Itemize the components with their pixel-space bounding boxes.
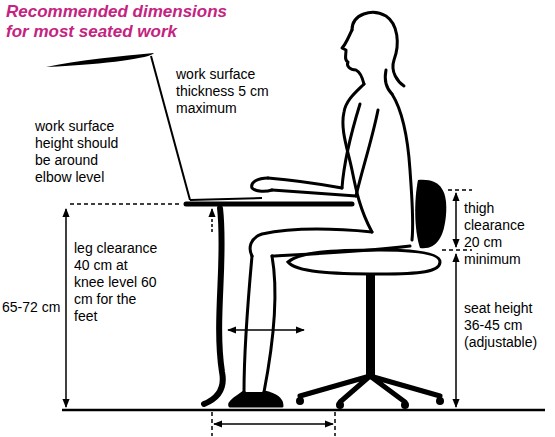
chair-caster	[336, 401, 344, 409]
chair-caster	[401, 401, 409, 409]
shin	[244, 256, 252, 392]
feet-clearance-arrow	[214, 423, 333, 425]
face-profile	[342, 30, 364, 84]
chair-caster	[296, 397, 304, 405]
calf	[264, 256, 275, 392]
laptop-keyboard	[190, 198, 262, 200]
torso-back	[392, 94, 413, 240]
foot	[230, 392, 282, 406]
dimension-note: thigh clearance 20 cm minimum	[464, 200, 544, 268]
forearm	[268, 178, 342, 188]
thickness-arrow	[211, 209, 213, 216]
chair-column	[366, 274, 375, 376]
thigh-clearance-arrow	[455, 193, 457, 247]
thickness-line	[211, 214, 213, 234]
seat-height-arrow	[455, 254, 457, 407]
dimension-note: seat height 36-45 cm (adjustable)	[464, 300, 544, 351]
chair	[288, 180, 446, 409]
screen-top	[46, 53, 154, 67]
work-surface	[186, 202, 352, 207]
hand	[252, 178, 272, 191]
dimension-note: work surface height should be around elb…	[35, 118, 127, 186]
torso-front	[343, 84, 372, 232]
feet-guide-line	[334, 412, 336, 436]
dimension-note: work surface thickness 5 cm maximum	[176, 66, 286, 117]
dimension-lines	[66, 190, 472, 436]
forearm	[272, 190, 356, 196]
desk-leg	[204, 208, 223, 404]
thigh	[272, 246, 410, 256]
diagram-title: Recommended dimensions for most seated w…	[6, 2, 241, 42]
floor-line	[62, 409, 545, 412]
knee-clearance-arrow	[228, 329, 304, 331]
neck-back	[385, 70, 392, 94]
upper-arm	[356, 110, 378, 196]
chair-backrest	[415, 180, 446, 248]
dimension-note: leg clearance 40 cm at knee level 60 cm …	[74, 240, 160, 325]
seated-person	[230, 12, 413, 406]
height-arrow	[65, 209, 67, 407]
chair-base	[300, 376, 440, 402]
dimension-value: 65-72 cm	[2, 299, 64, 316]
elbow-level-line	[70, 203, 182, 205]
feet-guide-line	[211, 412, 213, 436]
chair-caster	[436, 397, 444, 405]
upper-arm	[342, 104, 360, 188]
thigh-guide-line	[448, 189, 472, 191]
